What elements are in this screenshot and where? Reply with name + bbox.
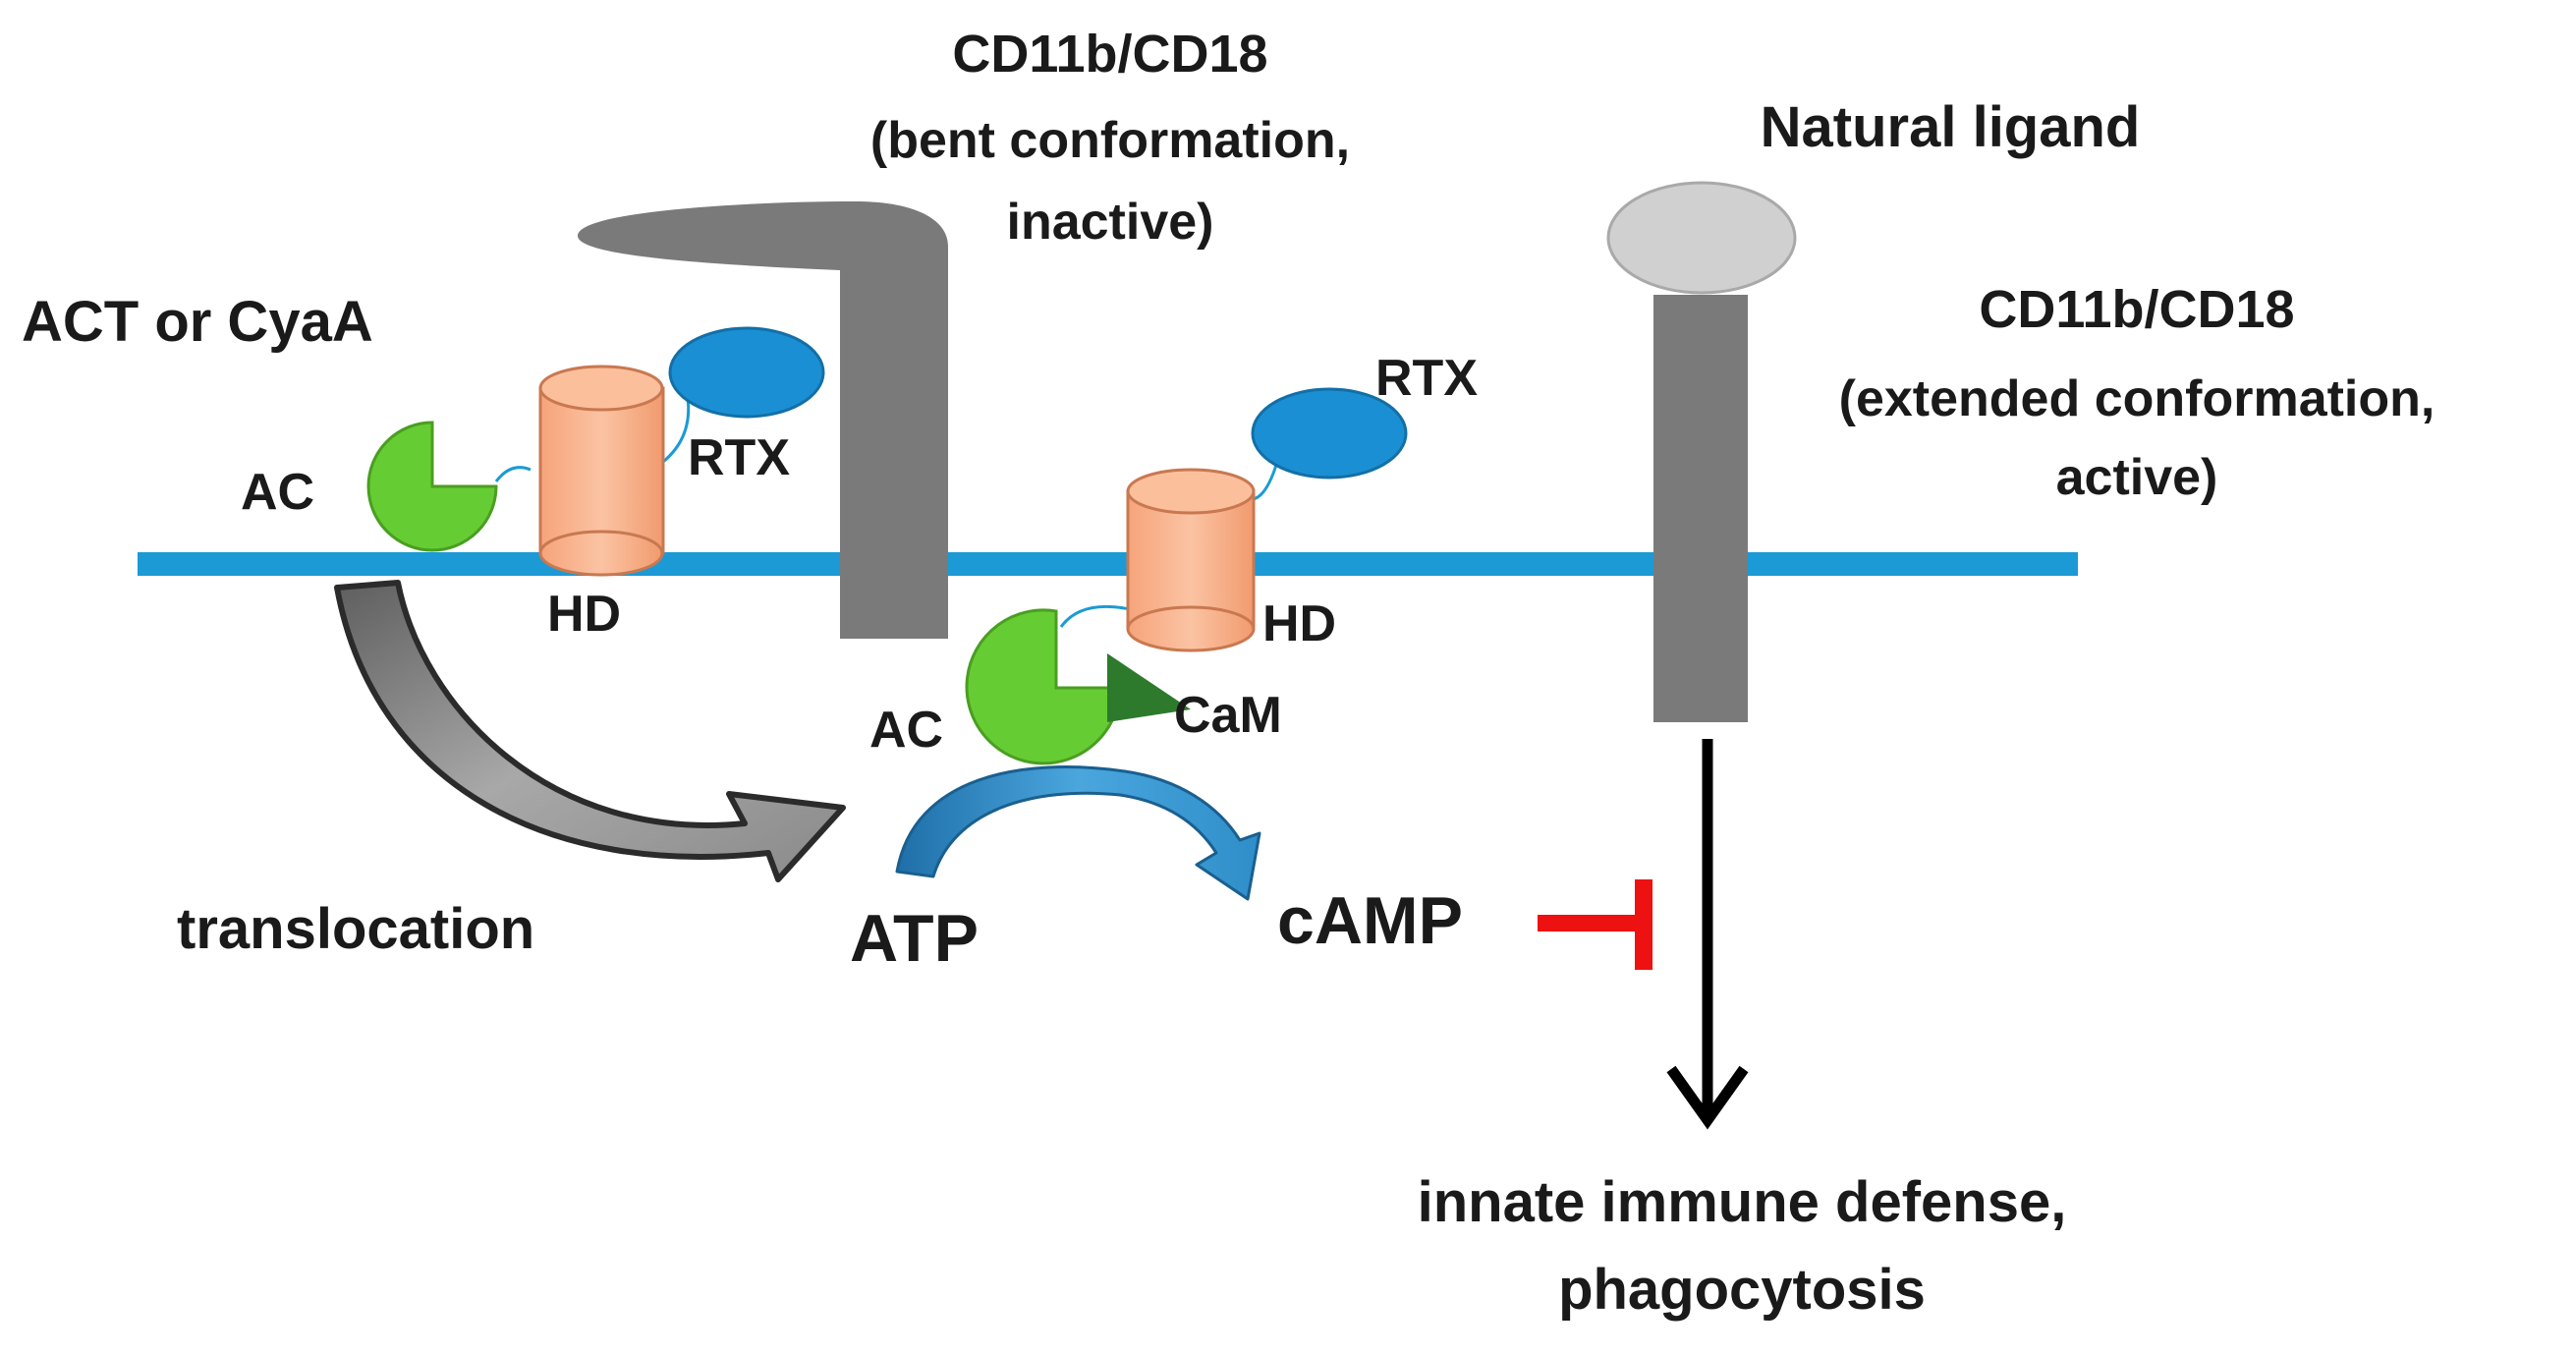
natural-ligand-shape [1606, 181, 1797, 295]
cell-membrane [138, 552, 2078, 576]
extended-receptor-desc-1: (extended conformation, [1839, 370, 2436, 427]
translocation-arrow [334, 580, 846, 882]
bent-receptor-title: CD11b/CD18 [952, 25, 1267, 84]
atp-camp-arrow [895, 765, 1261, 901]
inhibition-t-bar-icon [1538, 879, 1652, 970]
rtx-domain-right [1251, 387, 1408, 480]
camp-label: cAMP [1277, 883, 1463, 958]
extended-receptor [1653, 295, 1748, 722]
bent-receptor [578, 201, 948, 639]
linker-ac-hd-left [494, 466, 532, 482]
outcome-label-1: innate immune defense, [1418, 1170, 2067, 1234]
cam-label: CaM [1174, 687, 1282, 744]
hd-domain-left [538, 365, 665, 577]
rtx-domain-left [668, 326, 825, 419]
outcome-label-2: phagocytosis [1558, 1258, 1926, 1322]
natural-ligand-label: Natural ligand [1761, 95, 2141, 159]
ac-domain-right [965, 608, 1122, 765]
linker-hd-rtx-left [662, 397, 691, 464]
ac-left-label: AC [241, 464, 314, 521]
bent-receptor-desc-2: inactive) [1007, 194, 1214, 251]
act-title: ACT or CyaA [22, 290, 373, 354]
extended-receptor-title: CD11b/CD18 [1979, 280, 2294, 339]
rtx-right-label: RTX [1375, 350, 1478, 407]
hd-domain-right [1126, 468, 1256, 652]
translocation-label: translocation [177, 897, 534, 961]
cam-shape [1107, 653, 1191, 722]
act-toxin-outside [366, 326, 825, 577]
ac-right-label: AC [869, 702, 943, 759]
rtx-left-label: RTX [688, 429, 790, 486]
atp-label: ATP [850, 901, 979, 976]
act-toxin-translocated [965, 387, 1408, 765]
bent-receptor-desc-1: (bent conformation, [870, 112, 1350, 169]
hd-right-label: HD [1262, 595, 1336, 652]
ac-domain-left [366, 421, 498, 552]
signaling-down-arrow-icon [1666, 739, 1749, 1130]
linker-ac-hd-right [1059, 604, 1131, 628]
extended-receptor-desc-2: active) [2056, 449, 2218, 506]
hd-left-label: HD [547, 586, 621, 643]
